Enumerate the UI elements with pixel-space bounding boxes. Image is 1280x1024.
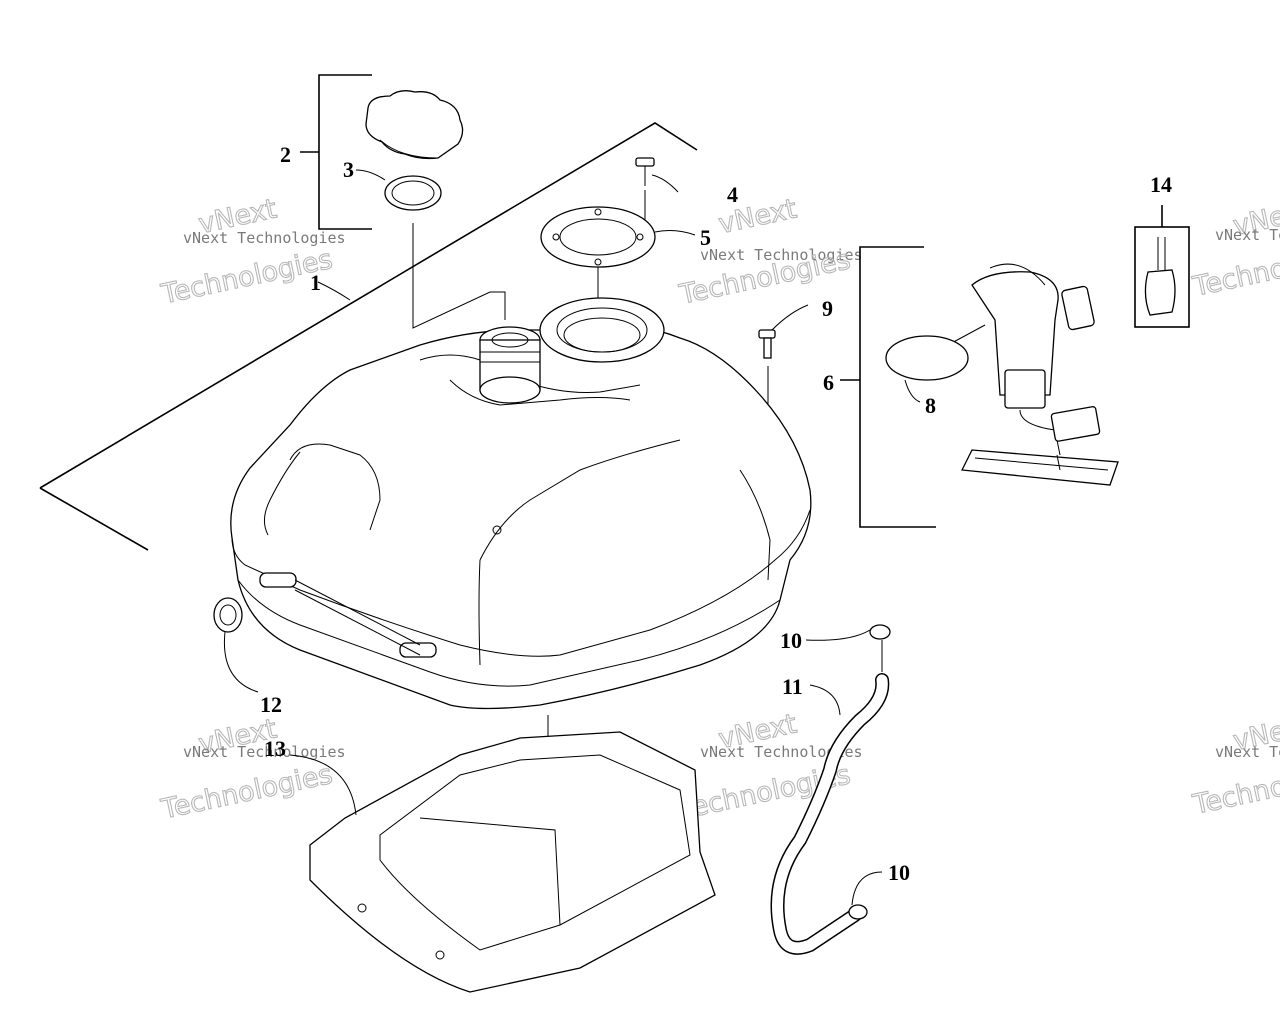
watermark-center-top: vNext vNext Technologies Technologies bbox=[676, 193, 863, 312]
label-part-13: 13 bbox=[264, 736, 286, 761]
filler-cap bbox=[365, 90, 464, 160]
pump-retainer-ring bbox=[540, 206, 696, 268]
label-part-8: 8 bbox=[925, 393, 936, 418]
watermark-line3: Technologies bbox=[158, 759, 335, 826]
assembly-bracket-lines bbox=[39, 74, 1190, 551]
label-part-5: 5 bbox=[700, 225, 711, 250]
hose-clamp-top bbox=[805, 624, 891, 641]
watermark-line3: Technologies bbox=[158, 244, 335, 311]
fuel-tank bbox=[230, 297, 812, 710]
fuel-pump-assembly bbox=[840, 263, 1119, 486]
watermark-line2: vNext Technologies bbox=[700, 246, 863, 264]
watermark-line3: Technologies bbox=[1190, 236, 1280, 303]
pump-o-ring bbox=[885, 335, 969, 403]
label-part-4: 4 bbox=[727, 182, 738, 207]
label-part-11: 11 bbox=[782, 674, 803, 699]
tank-screw bbox=[758, 304, 809, 359]
label-part-2: 2 bbox=[280, 142, 291, 167]
watermark-left-bottom: vNext vNext Technologies Technologies bbox=[158, 713, 346, 826]
label-part-6: 6 bbox=[823, 370, 834, 395]
grommet bbox=[213, 597, 259, 693]
part-labels: 1 2 3 4 5 6 8 9 10 10 11 12 13 14 bbox=[260, 142, 1172, 885]
label-part-10-bottom: 10 bbox=[888, 860, 910, 885]
watermark-line2: vNext Technologies bbox=[183, 743, 346, 761]
watermark-line2: vNext Technologies bbox=[1215, 743, 1280, 761]
label-part-9: 9 bbox=[822, 296, 833, 321]
cap-o-ring bbox=[355, 169, 442, 211]
label-part-14: 14 bbox=[1150, 172, 1172, 197]
watermark-line2: vNext Technologies bbox=[700, 743, 863, 761]
fuel-level-sender bbox=[1144, 237, 1176, 316]
watermark-right-bottom: vNext vNext Technologies Technologies bbox=[1189, 710, 1280, 822]
watermark-line2: vNext Technologies bbox=[183, 229, 346, 247]
label-part-10-top: 10 bbox=[780, 628, 802, 653]
label-part-12: 12 bbox=[260, 692, 282, 717]
vent-hose bbox=[770, 673, 890, 955]
skid-plate bbox=[289, 731, 716, 993]
ring-screw bbox=[635, 157, 679, 225]
hose-clamp-bottom bbox=[848, 871, 883, 920]
watermark-line3: Technologies bbox=[1190, 754, 1280, 821]
label-part-3: 3 bbox=[343, 157, 354, 182]
watermark-line2: vNext Technologies bbox=[1215, 226, 1280, 244]
label-part-1: 1 bbox=[310, 270, 321, 295]
watermark-right-top: vNext vNext Technologies Technologies bbox=[1189, 195, 1280, 304]
